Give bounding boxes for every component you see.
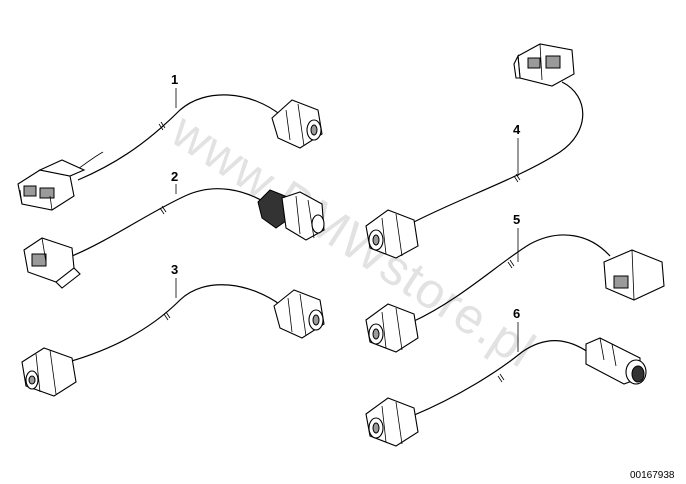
connector-housing-5 [603,249,665,301]
callout-label: 3 [171,262,178,277]
cable-assembly-1[interactable] [17,94,323,211]
callout-label: 4 [513,122,521,137]
plug-3 [273,289,325,339]
callout-3: 3 [171,262,178,298]
callout-label: 2 [171,169,178,184]
round-connector-6 [585,337,647,385]
callout-6: 6 [513,306,520,352]
callout-4: 4 [513,122,521,176]
cable-assembly-2[interactable] [23,188,325,289]
callout-1: 1 [171,72,178,108]
callout-label: 6 [513,306,520,321]
callout-2: 2 [171,169,178,194]
plug-1 [271,99,323,149]
watermark-text: www.BMWstore.pl [161,102,545,379]
plug-5 [365,303,419,353]
callout-label: 5 [513,212,520,227]
connector-housing-3 [21,347,77,397]
cable-assembly-3[interactable] [21,284,325,397]
plug-4 [365,209,419,259]
plug-2 [257,189,325,241]
callout-5: 5 [513,212,520,262]
plug-6 [365,397,419,447]
cable-assembly-4[interactable] [365,43,584,259]
connector-housing-4 [513,43,575,87]
connector-housing-1 [17,159,86,211]
callout-label: 1 [171,72,178,87]
cable-assembly-6[interactable] [365,337,647,447]
cable-assembly-5[interactable] [365,234,665,353]
catalog-number: 00167938 [630,470,675,481]
connector-housing-2 [23,237,81,289]
